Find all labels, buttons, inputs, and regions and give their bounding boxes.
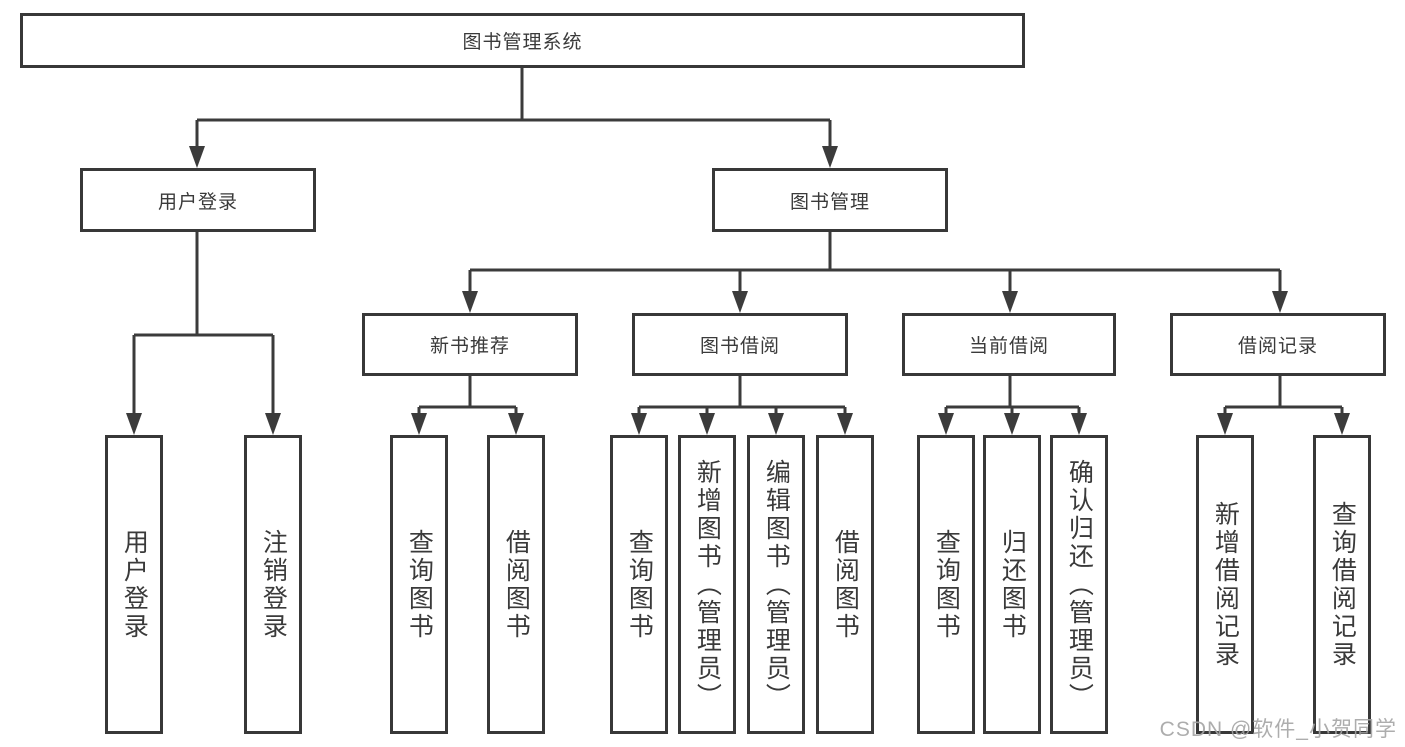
leaf-return-books: 归还图书	[983, 435, 1041, 734]
leaf-label: 新增图书（管理员）	[693, 458, 722, 711]
leaf-query-books-current: 查询图书	[917, 435, 975, 734]
leaf-label: 用户登录	[120, 528, 149, 641]
arrowhead	[508, 413, 524, 435]
arrowhead	[411, 413, 427, 435]
leaf-label: 查询图书	[932, 528, 961, 641]
leaf-add-book-admin: 新增图书（管理员）	[678, 435, 736, 734]
arrowhead	[1334, 413, 1350, 435]
node-new-book-recommendation: 新书推荐	[362, 313, 578, 376]
leaf-label: 借阅图书	[502, 528, 531, 641]
leaf-label: 归还图书	[998, 528, 1027, 641]
leaf-query-books-borrowing: 查询图书	[610, 435, 668, 734]
node-label: 新书推荐	[429, 336, 510, 357]
node-label: 图书借阅	[699, 336, 780, 357]
arrowhead	[1004, 413, 1020, 435]
node-borrowing-records: 借阅记录	[1170, 313, 1386, 376]
arrowhead	[699, 413, 715, 435]
arrowhead	[631, 413, 647, 435]
arrowhead	[265, 413, 281, 435]
leaf-add-borrow-record: 新增借阅记录	[1196, 435, 1254, 734]
node-label: 用户登录	[157, 191, 238, 213]
arrowhead	[938, 413, 954, 435]
leaf-label: 注销登录	[259, 528, 288, 641]
leaf-edit-book-admin: 编辑图书（管理员）	[747, 435, 805, 734]
leaf-user-login: 用户登录	[105, 435, 163, 734]
arrowhead	[189, 146, 205, 168]
arrowhead	[126, 413, 142, 435]
leaf-label: 借阅图书	[831, 528, 860, 641]
node-label: 当前借阅	[968, 336, 1049, 357]
arrowhead	[462, 291, 478, 313]
node-label: 图书管理系统	[462, 32, 583, 53]
leaf-borrow-books-recommend: 借阅图书	[487, 435, 545, 734]
arrowhead	[822, 146, 838, 168]
leaf-label: 新增借阅记录	[1211, 500, 1240, 669]
arrowhead	[768, 413, 784, 435]
node-book-borrowing: 图书借阅	[632, 313, 848, 376]
arrowhead	[1272, 291, 1288, 313]
arrowhead	[732, 291, 748, 313]
node-library-system: 图书管理系统	[20, 13, 1025, 68]
leaf-borrow-books-borrowing: 借阅图书	[816, 435, 874, 734]
node-user-login: 用户登录	[80, 168, 316, 232]
leaf-query-borrow-record: 查询借阅记录	[1313, 435, 1371, 734]
arrowhead	[1071, 413, 1087, 435]
node-current-borrowing: 当前借阅	[902, 313, 1116, 376]
leaf-label: 编辑图书（管理员）	[762, 458, 791, 711]
connector-lines	[132, 68, 1344, 417]
arrowhead	[837, 413, 853, 435]
arrowhead	[1217, 413, 1233, 435]
leaf-query-books-recommend: 查询图书	[390, 435, 448, 734]
node-book-management: 图书管理	[712, 168, 948, 232]
watermark: CSDN @软件_小贺同学	[1159, 718, 1397, 741]
leaf-label: 确认归还（管理员）	[1065, 458, 1094, 711]
leaf-logout: 注销登录	[244, 435, 302, 734]
arrowhead	[1002, 291, 1018, 313]
node-label: 借阅记录	[1237, 336, 1318, 357]
leaf-label: 查询图书	[405, 528, 434, 641]
leaf-confirm-return-admin: 确认归还（管理员）	[1050, 435, 1108, 734]
leaf-label: 查询借阅记录	[1328, 500, 1357, 669]
node-label: 图书管理	[789, 191, 870, 213]
leaf-label: 查询图书	[625, 528, 654, 641]
